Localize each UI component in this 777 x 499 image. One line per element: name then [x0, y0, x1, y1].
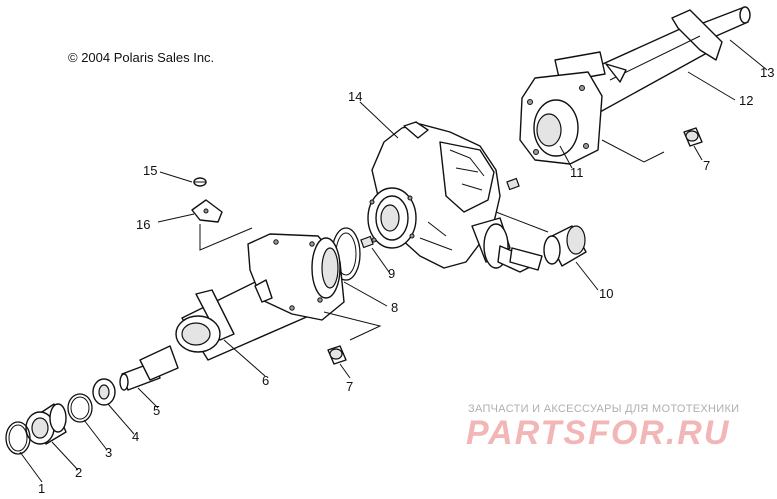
part-10-bushing: [543, 225, 587, 267]
part-16-bracket: [191, 199, 223, 223]
part-11-flange: [519, 71, 603, 165]
callout-6: 6: [262, 373, 270, 388]
callout-4: 4: [132, 429, 140, 444]
part-14-differential-housing: [367, 121, 543, 273]
callout-12: 12: [739, 93, 754, 108]
callout-5: 5: [153, 403, 161, 418]
copyright-notice: © 2004 Polaris Sales Inc.: [68, 50, 215, 65]
callout-1: 1: [38, 481, 46, 496]
callout-7-upper: 7: [703, 158, 711, 173]
callout-8: 8: [391, 300, 399, 315]
callout-7-lower: 7: [346, 379, 354, 394]
callout-10: 10: [599, 286, 614, 301]
part-4-washer: [92, 378, 116, 406]
callout-3: 3: [105, 445, 113, 460]
callout-14: 14: [348, 89, 363, 104]
callout-16: 16: [136, 217, 151, 232]
part-7-bolt-upper: [683, 127, 703, 147]
callout-11: 11: [570, 165, 584, 180]
callout-9: 9: [388, 266, 396, 281]
part-1-snap-ring: [5, 421, 31, 455]
leader-lines: [19, 39, 768, 483]
part-6-axle-tube: [175, 233, 345, 361]
watermark-logo: PARTSFOR.RU: [466, 414, 731, 452]
part-7-bolt-lower: [327, 345, 347, 365]
part-2-bearing: [25, 403, 67, 445]
callout-2: 2: [75, 465, 83, 480]
callout-13: 13: [760, 65, 775, 80]
part-5-shaft: [119, 345, 179, 391]
part-15-screw: [193, 177, 207, 187]
callout-15: 15: [143, 163, 158, 178]
part-9-pin: [360, 235, 374, 249]
watermark-caption: ЗАПЧАСТИ И АКСЕССУАРЫ ДЛЯ МОТОТЕХНИКИ: [468, 403, 740, 415]
part-3-snap-ring: [67, 393, 93, 423]
